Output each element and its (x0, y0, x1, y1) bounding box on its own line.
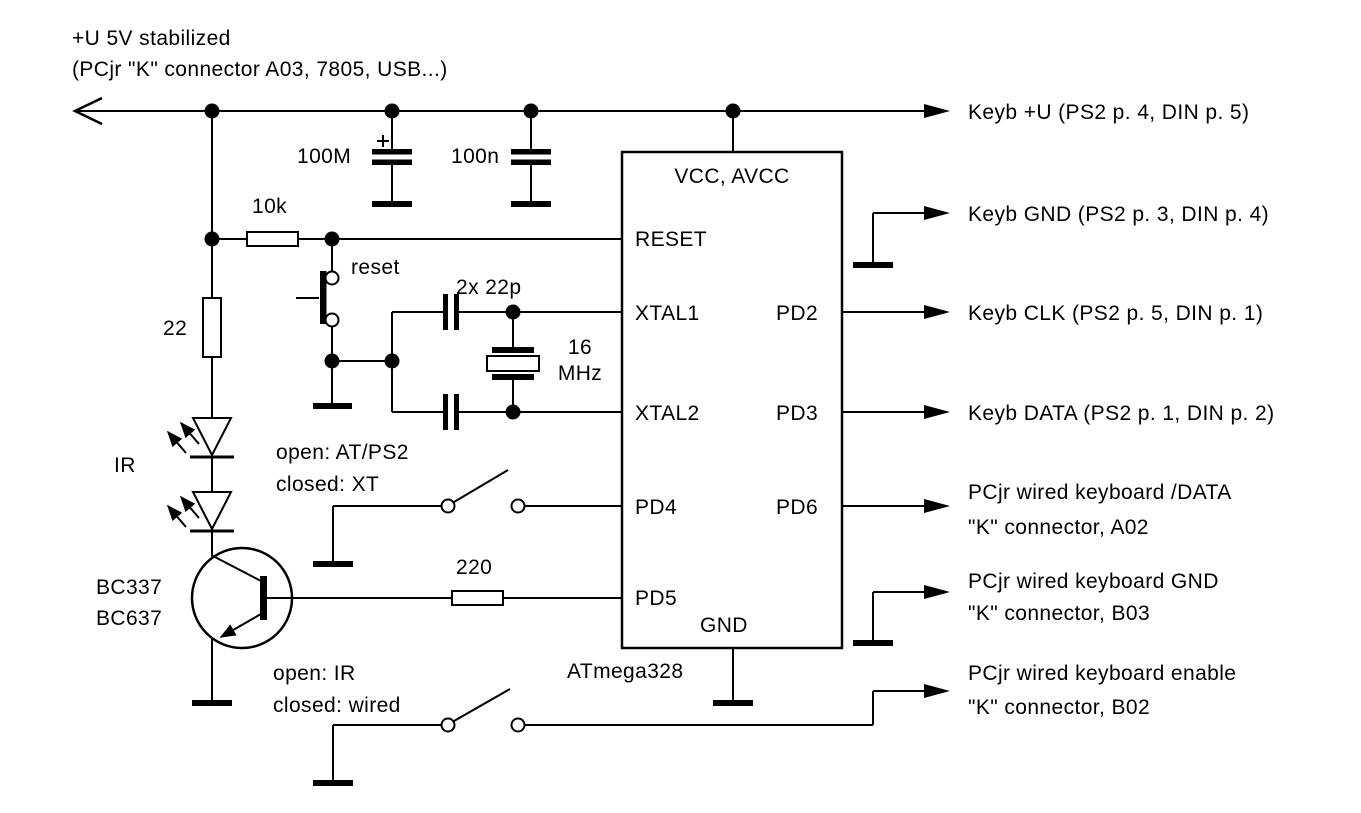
cap-bulk-value: 100M (297, 145, 352, 168)
keyb-gnd-line (853, 206, 950, 268)
ic-ground (713, 648, 753, 706)
pcjr-data-line (842, 499, 950, 513)
ic-pin-xtal2: XTAL2 (635, 402, 700, 425)
cap-decoupling-value: 100n (451, 145, 500, 168)
title-line1: +U 5V stabilized (72, 27, 231, 50)
ic-power-pins-label: VCC, AVCC (674, 165, 790, 188)
ic-pin-reset: RESET (635, 228, 708, 251)
atmega328-ic-box (620, 150, 844, 650)
conn-pcjr-enable-line2: "K" connector, B02 (968, 696, 1151, 719)
conn-pcjr-gnd-line1: PCjr wired keyboard GND (968, 570, 1219, 593)
ic-pin-pd2: PD2 (776, 302, 819, 325)
crystal-freq-line1: 16 (567, 336, 593, 359)
ic-pin-pd3: PD3 (776, 402, 819, 425)
transistor-type-line1: BC337 (96, 576, 163, 599)
resistor-led-value: 22 (163, 317, 188, 340)
ic-pin-gnd: GND (700, 614, 748, 637)
bulk-capacitor (372, 111, 412, 207)
ic-pin-xtal1: XTAL1 (635, 302, 700, 325)
mode-switch-closed-label: closed: XT (276, 473, 380, 496)
crystal-freq-line2: MHz (557, 362, 603, 385)
title-line2: (PCjr "K" connector A03, 7805, USB...) (72, 58, 448, 81)
resistor-pullup-value: 10k (252, 195, 288, 218)
keyb-clk-line (842, 305, 950, 319)
crystal-caps-value: 2x 22p (456, 276, 522, 299)
output-switch-closed-label: closed: wired (273, 694, 401, 717)
conn-pcjr-gnd-line2: "K" connector, B03 (968, 602, 1151, 625)
resistor-base-value: 220 (456, 556, 493, 579)
output-switch-open-label: open: IR (273, 662, 356, 685)
conn-keyb-gnd: Keyb GND (PS2 p. 3, DIN p. 4) (968, 203, 1270, 226)
conn-pcjr-data-line1: PCjr wired keyboard /DATA (968, 481, 1232, 504)
conn-keyb-data: Keyb DATA (PS2 p. 1, DIN p. 2) (968, 402, 1275, 425)
decoupling-capacitor (511, 111, 551, 207)
output-switch-symbol (313, 684, 950, 786)
ir-led-label: IR (114, 454, 136, 477)
conn-pcjr-enable-line1: PCjr wired keyboard enable (968, 662, 1237, 685)
mode-switch-symbol (313, 469, 622, 567)
crystal-oscillator (391, 294, 622, 430)
pullup-resistor-net (204, 111, 622, 298)
conn-keyb-u: Keyb +U (PS2 p. 4, DIN p. 5) (968, 101, 1250, 124)
ic-pin-pd5: PD5 (635, 587, 678, 610)
mode-switch-open-label: open: AT/PS2 (276, 441, 409, 464)
reset-button-label: reset (351, 256, 400, 279)
transistor-wiring (192, 590, 622, 706)
ic-pin-pd4: PD4 (635, 496, 678, 519)
pcjr-gnd-line (853, 585, 950, 646)
ic-pin-pd6: PD6 (776, 496, 819, 519)
reset-button-symbol (296, 239, 400, 409)
conn-pcjr-data-line2: "K" connector, A02 (968, 516, 1149, 539)
ic-part-number: ATmega328 (567, 660, 684, 683)
ir-led-chain (166, 297, 234, 557)
conn-keyb-clk: Keyb CLK (PS2 p. 5, DIN p. 1) (968, 302, 1264, 325)
transistor-type-line2: BC637 (96, 607, 163, 630)
power-rail (72, 96, 950, 152)
keyb-data-line (842, 405, 950, 419)
